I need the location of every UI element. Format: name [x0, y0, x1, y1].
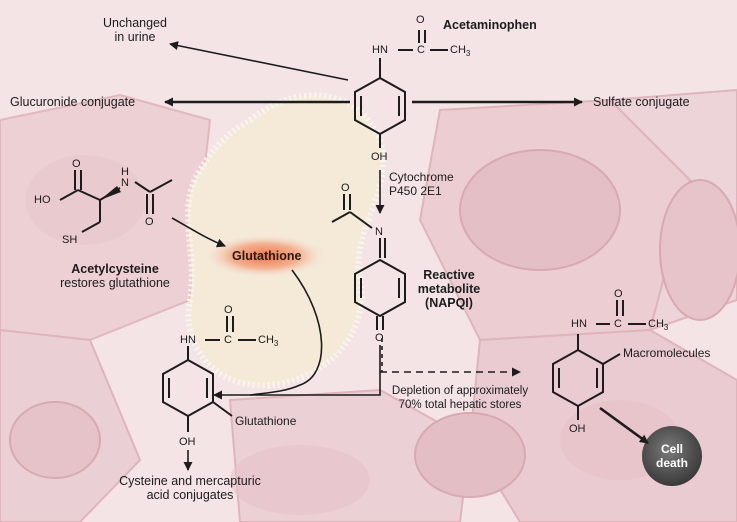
- acetylcysteine-label: Acetylcysteine restores glutathione: [40, 262, 190, 290]
- glutathione-glow: [203, 234, 327, 278]
- cytochrome-line-1: Cytochrome: [389, 170, 454, 184]
- glutathione-label: Glutathione: [232, 249, 302, 263]
- conjugate-ch3: CH3: [258, 334, 278, 350]
- acetaminophen-structure: [354, 30, 448, 148]
- reactive-line-2: metabolite: [417, 282, 481, 296]
- acetylcysteine-o-bottom: O: [145, 216, 154, 228]
- glucuronide-label: Glucuronide conjugate: [10, 95, 136, 109]
- adduct-ch3: CH3: [648, 318, 668, 334]
- acetylcysteine-n: N: [121, 177, 129, 189]
- cell-death-line-1: Cell: [660, 442, 683, 456]
- reactive-line-1: Reactive: [423, 268, 475, 282]
- cysteine-line-2: acid conjugates: [146, 488, 234, 502]
- napqi-n: N: [375, 226, 383, 238]
- acetaminophen-oh: OH: [371, 151, 388, 163]
- conj-ch3-sub: 3: [273, 339, 279, 349]
- cell-death-sphere: [642, 426, 702, 486]
- adduct-hn: HN: [571, 318, 587, 330]
- acetylcysteine-ho: HO: [34, 194, 51, 206]
- wedge-bond: [100, 186, 121, 200]
- adduct-ch3-sub: 3: [663, 323, 669, 333]
- adduct-o: O: [614, 288, 623, 300]
- glutathione-to-conjugate-arrow: [249, 269, 323, 396]
- ch3-text: CH: [450, 44, 466, 56]
- conjugate-c: C: [224, 334, 232, 346]
- ch3-sub: 3: [465, 49, 471, 59]
- acetylcysteine-h: H: [121, 166, 129, 178]
- acetaminophen-hn: HN: [372, 44, 388, 56]
- napqi-structure: [331, 194, 406, 330]
- glutathione-conjugate-structure: [162, 316, 256, 432]
- napqi-o: O: [375, 332, 384, 344]
- macromolecules-label: Macromolecules: [623, 346, 711, 360]
- cysteine-line-1: Cysteine and mercapturic: [119, 474, 261, 488]
- macromolecule-adduct-structure: [552, 300, 646, 420]
- reactive-metabolite-label: Reactive metabolite (NAPQI): [414, 268, 484, 310]
- acetylcysteine-sh: SH: [62, 234, 78, 246]
- unchanged-line-1: Unchanged: [103, 16, 167, 30]
- unchanged-line-2: in urine: [114, 30, 156, 44]
- conj-ch3-text: CH: [258, 334, 274, 346]
- acetaminophen-c: C: [417, 44, 425, 56]
- acetaminophen-ch3: CH3: [450, 44, 470, 60]
- reactive-line-3: (NAPQI): [425, 296, 473, 310]
- adduct-c: C: [614, 318, 622, 330]
- conjugate-glutathione-label: Glutathione: [235, 414, 297, 428]
- depletion-label: Depletion of approximately 70% total hep…: [380, 384, 540, 412]
- cysteine-conjugate-label: Cysteine and mercapturic acid conjugates: [95, 474, 285, 502]
- unchanged-urine-label: Unchanged in urine: [95, 16, 175, 44]
- cell-death-label: Cell death: [647, 442, 697, 470]
- acetylcysteine-o-top: O: [72, 158, 81, 170]
- acetylcysteine-name: Acetylcysteine: [71, 262, 159, 276]
- acetaminophen-o: O: [416, 14, 425, 26]
- napqi-carbonyl-o: O: [341, 182, 350, 194]
- cytochrome-label: Cytochrome P450 2E1: [389, 170, 454, 198]
- sulfate-label: Sulfate conjugate: [593, 95, 690, 109]
- depletion-line-1: Depletion of approximately: [391, 385, 529, 397]
- cytochrome-line-2: P450 2E1: [389, 184, 442, 198]
- acetylcysteine-sub: restores glutathione: [60, 276, 170, 290]
- adduct-oh: OH: [569, 423, 586, 435]
- conjugate-oh: OH: [179, 436, 196, 448]
- conjugate-hn: HN: [180, 334, 196, 346]
- conjugate-o: O: [224, 304, 233, 316]
- napqi-to-conjugate-arrow: [213, 345, 381, 400]
- depletion-line-2: 70% total hepatic stores: [398, 399, 522, 411]
- metabolism-arrows: [164, 41, 583, 214]
- adduct-ch3-text: CH: [648, 318, 664, 330]
- acetaminophen-label: Acetaminophen: [443, 18, 537, 32]
- acetylcysteine-to-glutathione-arrow: [171, 217, 226, 248]
- cell-death-arrow: [599, 406, 649, 445]
- cell-death-line-2: death: [655, 456, 688, 470]
